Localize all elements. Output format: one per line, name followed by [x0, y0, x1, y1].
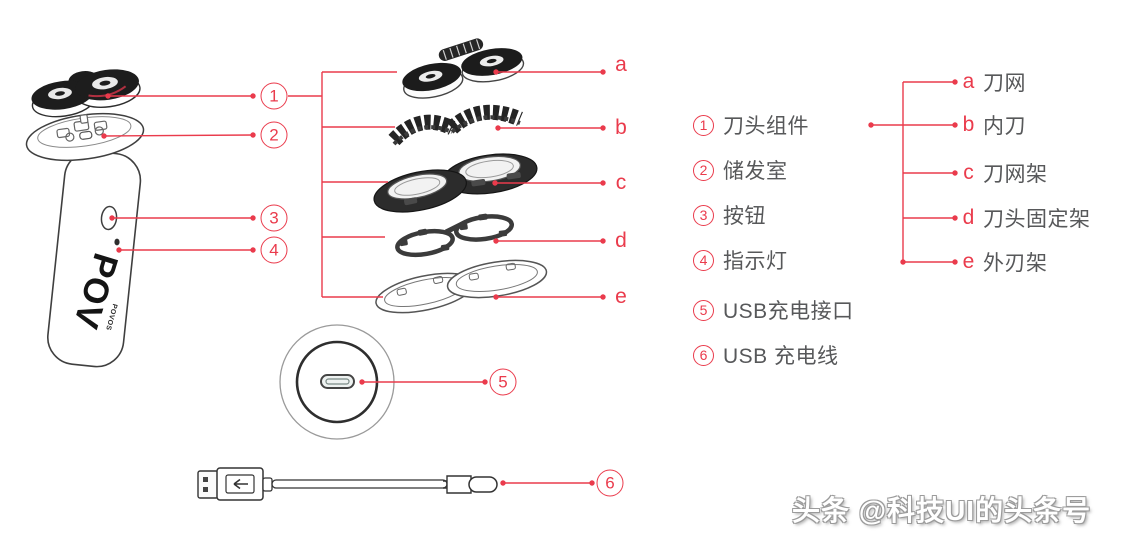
- part-b-inner-blade: [388, 104, 523, 146]
- parts-b-label: 内刀: [983, 115, 1026, 138]
- parts-e-label: 外刃架: [983, 252, 1048, 275]
- legend-item-2: 2 储发室: [693, 155, 788, 185]
- legend-1-badge: 1: [693, 114, 714, 136]
- watermark-text: 头条 @科技UI的头条号: [792, 495, 1092, 526]
- indicator-light: [114, 238, 120, 246]
- legend-3-label: 按钮: [723, 205, 766, 228]
- part-e-outer-frame: [375, 259, 548, 314]
- callout-6-badge: 6: [596, 469, 624, 497]
- legend-4-label: 指示灯: [723, 250, 788, 273]
- parts-c-label: 刀网架: [983, 163, 1048, 186]
- callout-3-badge: 3: [260, 204, 288, 232]
- legend-6-badge: 6: [693, 344, 714, 366]
- usb-c-port: [320, 374, 355, 389]
- parts-a-letter: a: [962, 70, 975, 93]
- usb-c-plug: [443, 475, 472, 494]
- power-button: [100, 205, 118, 231]
- parts-legend-item-d: d 刀头固定架: [962, 203, 1091, 233]
- parts-b-letter: b: [962, 113, 975, 136]
- callout-letter-e: e: [615, 285, 627, 308]
- legend-5-badge: 5: [693, 299, 714, 321]
- blade-head: [31, 69, 141, 118]
- parts-c-letter: c: [963, 161, 974, 184]
- callout-letter-d: d: [615, 229, 627, 252]
- legend-item-4: 4 指示灯: [693, 245, 788, 275]
- parts-a-label: 刀网: [983, 72, 1026, 95]
- legend-2-badge: 2: [693, 159, 714, 181]
- callout-letter-a: a: [615, 53, 627, 76]
- legend-6-label: USB 充电线: [723, 345, 839, 368]
- legend-item-1: 1 刀头组件: [693, 110, 809, 140]
- shaver-illustration: [25, 69, 145, 368]
- legend-item-5: 5 USB充电接口: [693, 295, 854, 325]
- legend-2-label: 储发室: [723, 160, 788, 183]
- part-d-fixing-frame: [395, 213, 515, 258]
- legend-4-badge: 4: [693, 249, 714, 271]
- legend-3-badge: 3: [693, 204, 714, 226]
- legend-1-label: 刀头组件: [723, 115, 809, 138]
- parts-legend-item-e: e 外刃架: [962, 247, 1048, 277]
- callout-4-badge: 4: [260, 236, 288, 264]
- parts-legend-item-b: b 内刀: [962, 110, 1026, 140]
- parts-d-label: 刀头固定架: [983, 208, 1091, 231]
- part-c-foil-frame: [373, 153, 538, 213]
- callout-2-badge: 2: [260, 121, 288, 149]
- parts-d-letter: d: [962, 206, 975, 229]
- usb-a-plug: [197, 470, 219, 499]
- part-a-foil: [402, 38, 525, 99]
- usb-cable: [197, 467, 498, 501]
- callout-1-badge: 1: [260, 82, 288, 110]
- legend-5-label: USB充电接口: [723, 300, 854, 323]
- legend-item-6: 6 USB 充电线: [693, 340, 839, 370]
- callout-letter-c: c: [615, 171, 627, 194]
- charging-dock: [279, 324, 395, 440]
- legend-item-3: 3 按钮: [693, 200, 766, 230]
- hair-chamber: [25, 112, 145, 162]
- callout-5-badge: 5: [489, 368, 517, 396]
- parts-legend-item-a: a 刀网: [962, 67, 1026, 97]
- parts-e-letter: e: [962, 250, 975, 273]
- exploded-parts: [373, 38, 548, 314]
- callout-letter-b: b: [615, 116, 627, 139]
- parts-legend-item-c: c 刀网架: [962, 158, 1048, 188]
- callout-lines: [101, 69, 958, 486]
